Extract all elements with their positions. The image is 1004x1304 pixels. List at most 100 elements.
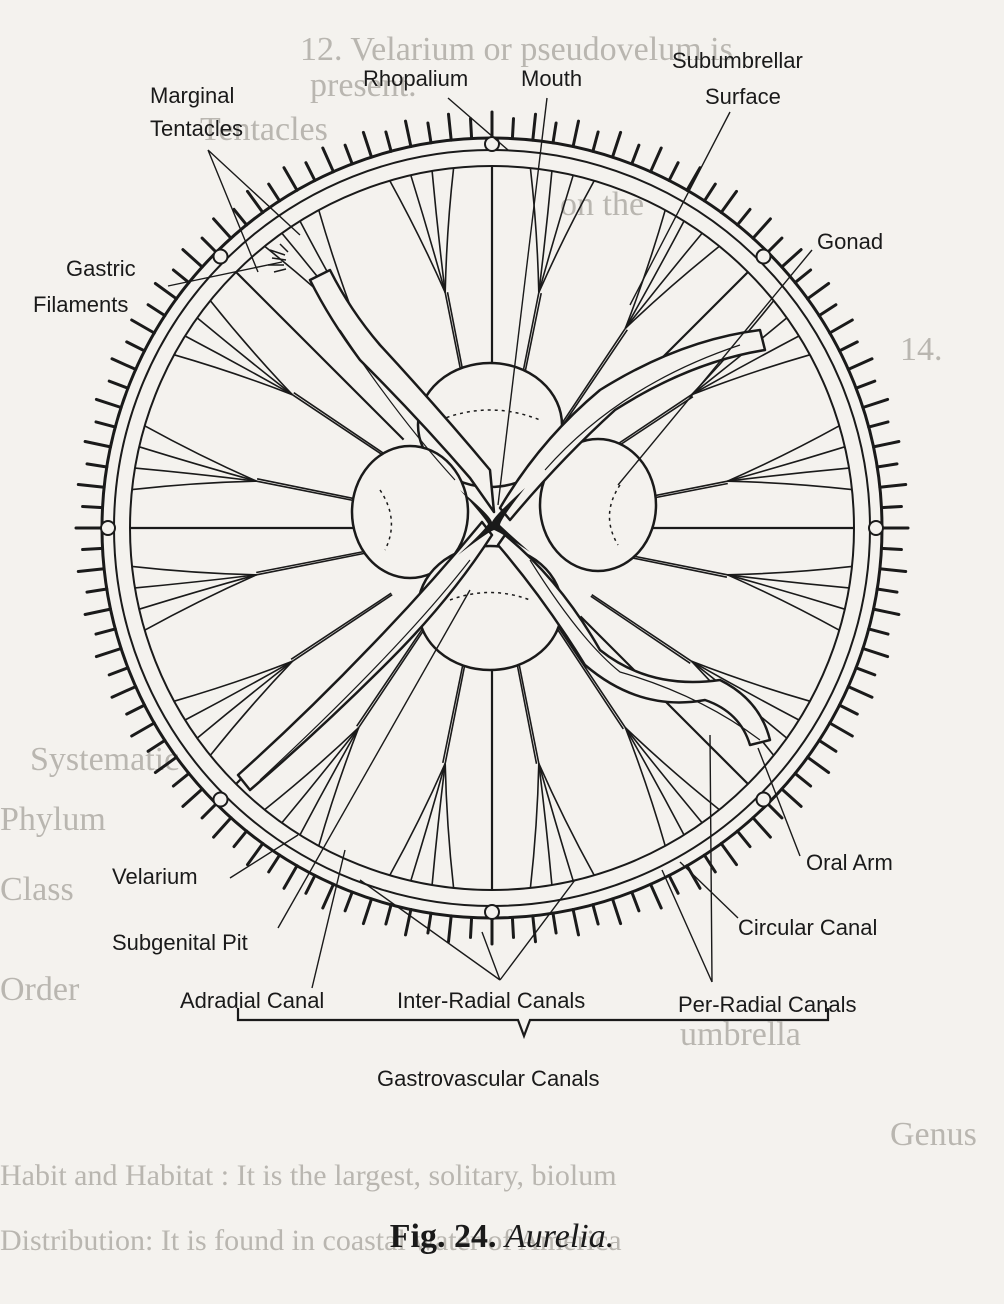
leader-velarium	[229, 834, 299, 879]
canal-branch	[691, 354, 811, 396]
canal-branch	[196, 660, 293, 739]
tentacle	[735, 207, 752, 227]
canal-wall	[590, 595, 691, 664]
canal-branch	[624, 232, 703, 329]
figure-number: Fig. 24.	[389, 1218, 497, 1255]
label-gastrovascular-canals: Gastrovascular Canals	[377, 1066, 600, 1091]
oral-arm-edge	[259, 559, 471, 781]
tentacle	[817, 303, 838, 318]
tentacle	[94, 647, 123, 659]
tentacle	[267, 853, 282, 874]
canal-trunk	[558, 627, 626, 729]
label-oral-arm: Oral Arm	[806, 850, 893, 875]
tentacle	[267, 182, 282, 203]
canal-branch	[184, 660, 293, 721]
tentacle	[875, 587, 899, 594]
gonad-fold	[608, 484, 621, 546]
label-velarium: Velarium	[112, 864, 198, 889]
tentacle	[146, 303, 167, 318]
bleed-line: Order	[0, 971, 80, 1008]
canal-branch	[431, 170, 446, 293]
tentacle	[76, 567, 106, 573]
tentacle	[83, 607, 112, 616]
label-per-radial-canals: Per-Radial Canals	[678, 992, 857, 1017]
label-marginal-tentacles: Marginal	[150, 83, 234, 108]
tentacle	[85, 462, 109, 469]
canal-branch	[431, 763, 446, 886]
canal-branch	[184, 335, 293, 396]
tentacle	[85, 587, 109, 594]
canal-branch	[173, 660, 293, 702]
canal-branch	[444, 167, 455, 293]
canal-branch	[529, 763, 540, 889]
canal-trunk	[291, 394, 393, 462]
canal-branch	[624, 220, 685, 329]
tentacle	[76, 483, 106, 489]
tentacle	[94, 420, 117, 429]
tentacle	[872, 440, 901, 449]
canal-branch	[444, 763, 455, 889]
canal-branch	[134, 574, 257, 589]
canal-trunk	[558, 327, 626, 429]
leader-gastric-filaments	[167, 261, 283, 287]
tentacle	[171, 771, 191, 788]
canal-branch	[727, 425, 840, 482]
tentacle	[531, 914, 537, 944]
canal-branch	[727, 565, 853, 576]
tentacle	[875, 462, 899, 469]
gonad-fold	[379, 489, 393, 551]
tentacle	[282, 166, 299, 192]
tentacle	[171, 268, 191, 285]
tentacle	[447, 914, 453, 944]
canal-branch	[264, 727, 360, 811]
oral-arm-upper-left	[308, 268, 496, 514]
tentacle	[551, 911, 558, 935]
leader-oral-arm	[757, 747, 801, 857]
bleed-line: Phylum	[0, 801, 106, 838]
canal-wall	[256, 548, 375, 574]
canal-branch	[624, 727, 666, 847]
label-gonad: Gonad	[817, 229, 883, 254]
canal-branch	[209, 660, 293, 756]
label-gastric-filaments: Filaments	[33, 292, 128, 317]
label-inter-radial-canals: Inter-Radial Canals	[397, 988, 585, 1013]
tentacle	[361, 130, 373, 159]
tentacle	[719, 189, 738, 214]
canal-branch	[691, 660, 800, 721]
tentacle	[153, 755, 178, 774]
tentacle	[780, 248, 803, 269]
leader-lines	[167, 97, 830, 1040]
canal-branch	[318, 727, 360, 847]
bleed-line: 14.	[900, 331, 943, 368]
canal-wall	[293, 392, 394, 461]
tentacle	[200, 802, 218, 820]
canal-branch	[529, 167, 540, 293]
tentacle	[880, 546, 903, 551]
label-gastric-filaments: Gastric	[66, 256, 136, 281]
leader-inter-radial-canals	[359, 879, 576, 981]
leader-subumbrellar-surface	[629, 111, 731, 306]
tentacle	[304, 161, 317, 182]
tentacle	[94, 627, 117, 636]
figure-genus: Aurelia.	[504, 1218, 615, 1255]
tentacle	[125, 703, 146, 716]
canal-branch	[538, 170, 553, 293]
canal-trunk	[591, 594, 693, 662]
bleed-line: 12. Velarium or pseudovelum is	[300, 31, 733, 68]
label-circular-canal: Circular Canal	[738, 915, 877, 940]
canal-branch	[727, 467, 850, 482]
canal-branch	[538, 763, 595, 876]
tentacle	[806, 755, 831, 774]
tentacle	[667, 161, 680, 182]
tentacle	[110, 685, 138, 699]
tentacle	[685, 864, 702, 890]
tentacle	[780, 787, 803, 808]
tentacle	[321, 146, 335, 174]
tentacle	[817, 738, 838, 753]
tentacle	[110, 357, 138, 371]
tentacle	[551, 121, 558, 145]
leader-rhopalium	[447, 97, 509, 151]
tentacle	[282, 864, 299, 890]
canal-wall	[290, 592, 392, 660]
tentacle	[510, 117, 515, 140]
